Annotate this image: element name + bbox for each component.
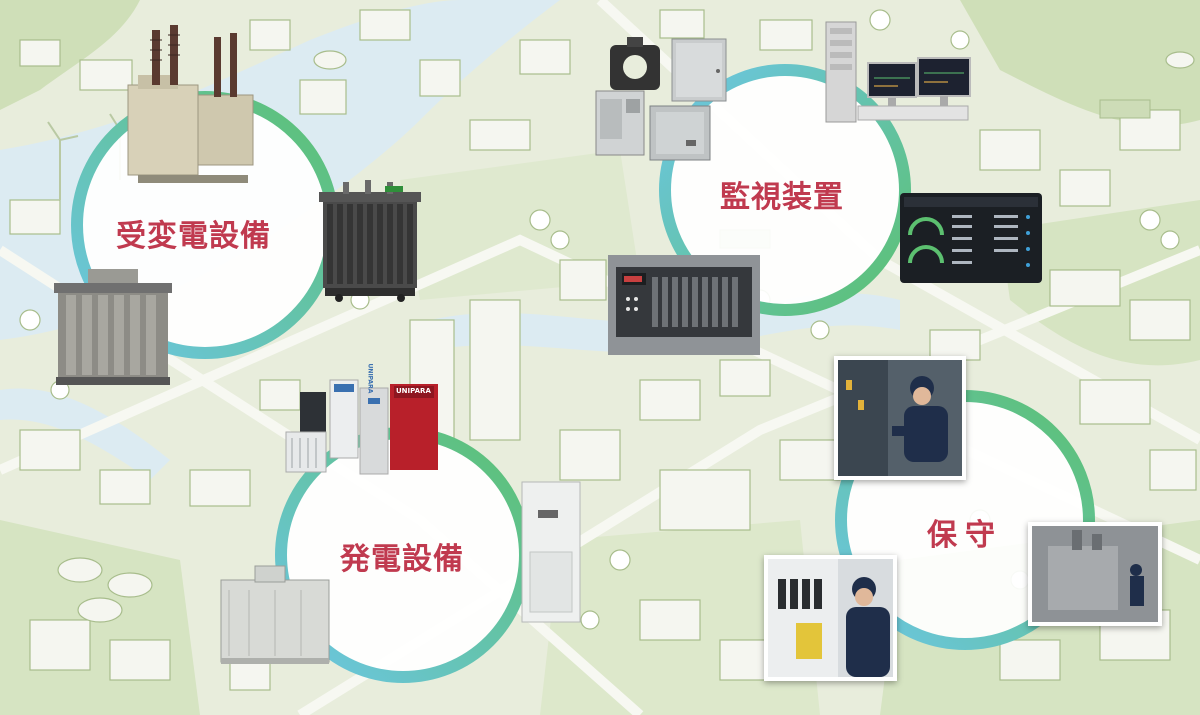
current-transformer-image [610,37,660,90]
maintenance-photo-transformer-inspection [1028,522,1162,626]
oil-transformer-image [319,180,421,302]
ring-monitoring [659,64,911,316]
category-label-monitoring[interactable]: 監視装置 [720,180,844,215]
category-label-substation[interactable]: 受変電設備 [116,219,271,254]
ups-brand-label-1: UNIPARA [396,387,431,395]
control-box-image [595,90,645,156]
touch-panel-display-image [900,193,1042,283]
outdoor-generator-image [220,565,330,664]
ups-cabinets-image [285,379,438,475]
maintenance-photo-meter-measurement [764,555,897,681]
meter-measurement-illustration [768,559,893,677]
ups-brand-label-2: UNIPARA [366,363,374,394]
relay-panel-image [608,255,760,355]
gis-switchgear-image [127,25,254,183]
category-label-maintenance[interactable]: 保守 [927,518,1003,553]
monitoring-workstation-image [825,21,971,123]
cast-resin-transformer-image [54,269,172,385]
meter-enclosure-image [649,105,711,161]
enclosure-grey-image [671,38,727,102]
maintenance-photo-technician-panel [834,356,966,480]
transformer-inspection-illustration [1032,526,1158,622]
technician-panel-illustration [838,360,962,476]
generator-cubicle-image [521,481,581,623]
category-label-generation[interactable]: 発電設備 [340,542,464,577]
